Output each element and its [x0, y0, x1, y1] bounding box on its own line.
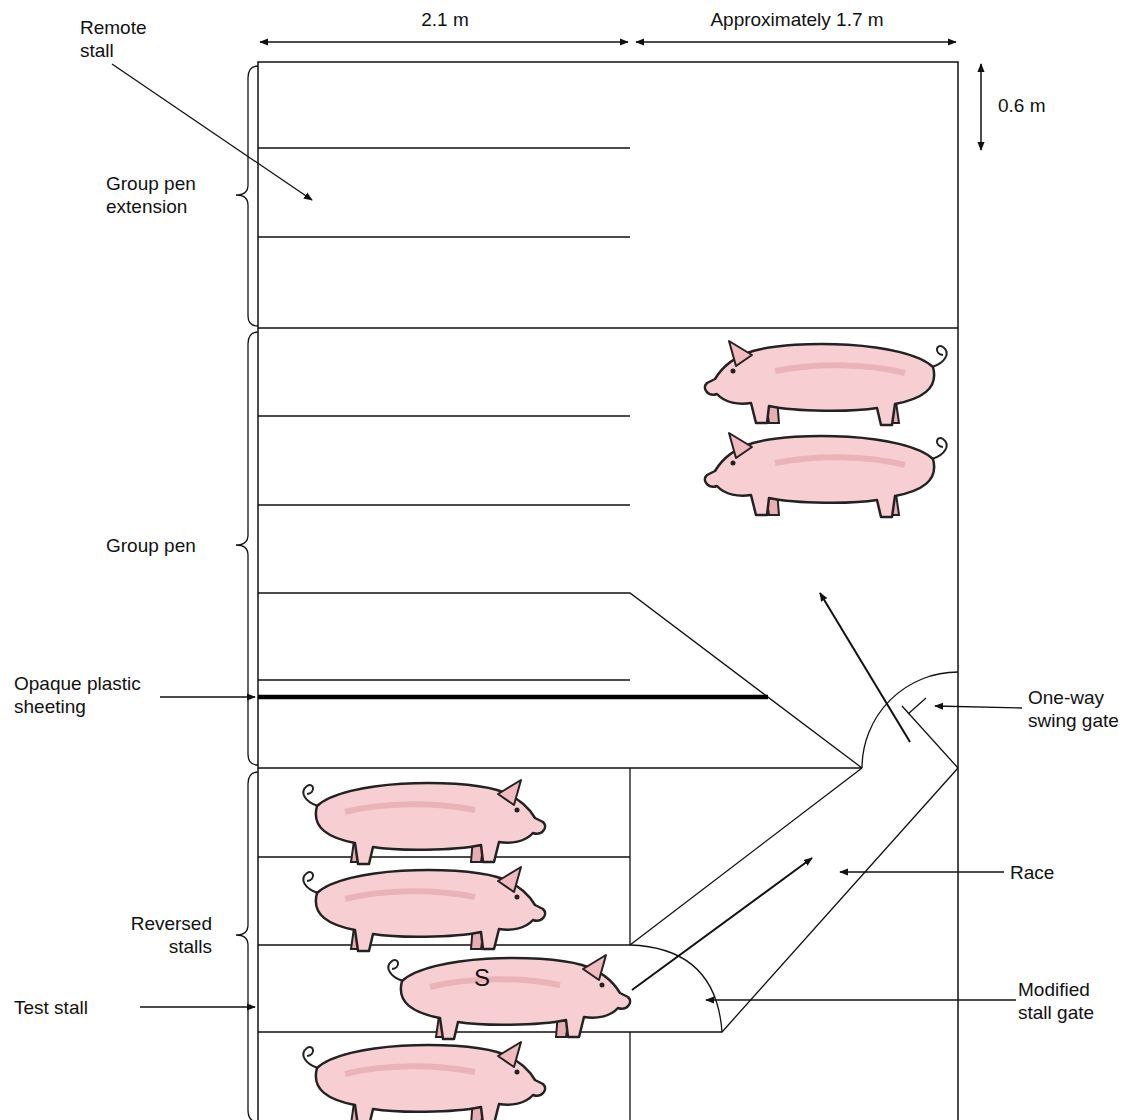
part-label: Remote stall [80, 16, 160, 62]
dimension-label: 0.6 m [998, 94, 1078, 117]
part-label: Race [1010, 861, 1110, 884]
region-label: Group pen extension [106, 172, 216, 218]
part-label: Modified stall gate [1018, 978, 1126, 1024]
region-label: Reversed stalls [110, 912, 212, 958]
part-label: One-way swing gate [1028, 686, 1128, 732]
dimension-label: Approximately 1.7 m [672, 8, 922, 31]
part-label: Test stall [14, 996, 134, 1019]
dimension-label: 2.1 m [395, 8, 495, 31]
pig-marker: S [468, 964, 496, 992]
region-label: Group pen [106, 534, 216, 557]
part-label: Opaque plastic sheeting [14, 672, 154, 718]
